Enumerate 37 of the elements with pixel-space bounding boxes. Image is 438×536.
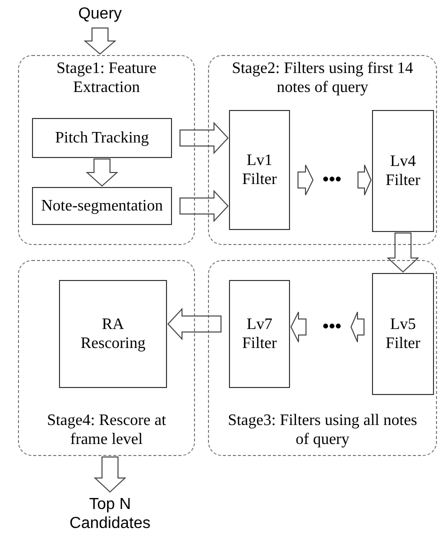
block-arrow [180, 122, 229, 154]
stage-title: Stage4: Rescore at frame level [46, 410, 168, 449]
block-arrow [167, 308, 222, 340]
node-label: RA Rescoring [80, 314, 146, 354]
block-arrow [290, 312, 306, 342]
process-box [372, 110, 434, 232]
stage-panel [18, 55, 195, 245]
process-box [32, 118, 172, 158]
block-arrow [358, 164, 372, 196]
node-label: Lv7 Filter [241, 314, 278, 354]
ellipsis-mark: ••• [322, 316, 342, 338]
stage-panel [18, 260, 195, 456]
stage-panel [208, 55, 437, 245]
block-arrow [350, 312, 364, 342]
stage-title: Stage1: Feature Extraction [56, 59, 158, 98]
node-label: Lv4 Filter [384, 152, 422, 190]
process-box [372, 273, 434, 395]
node-label: Query [77, 4, 123, 24]
node-label: Lv1 Filter [241, 150, 278, 190]
block-arrow [86, 158, 118, 187]
process-box [229, 110, 290, 230]
block-arrow [94, 456, 126, 493]
stage-panel [208, 260, 437, 456]
block-arrow [180, 190, 229, 222]
node-label: Note-segmentation [40, 196, 164, 216]
process-box [32, 187, 172, 225]
node-label: Pitch Tracking [54, 128, 150, 148]
process-box [59, 280, 167, 388]
block-arrow [386, 232, 420, 273]
ellipsis-mark: ••• [322, 169, 342, 191]
block-arrow [84, 28, 116, 55]
block-arrow [298, 164, 314, 196]
process-box [229, 280, 290, 388]
stage-title: Stage3: Filters using all notes of query [226, 410, 418, 449]
node-label: Lv5 Filter [384, 314, 422, 354]
node-label: Top N Candidates [68, 494, 152, 534]
stage-title: Stage2: Filters using first 14 notes of query [230, 59, 414, 98]
